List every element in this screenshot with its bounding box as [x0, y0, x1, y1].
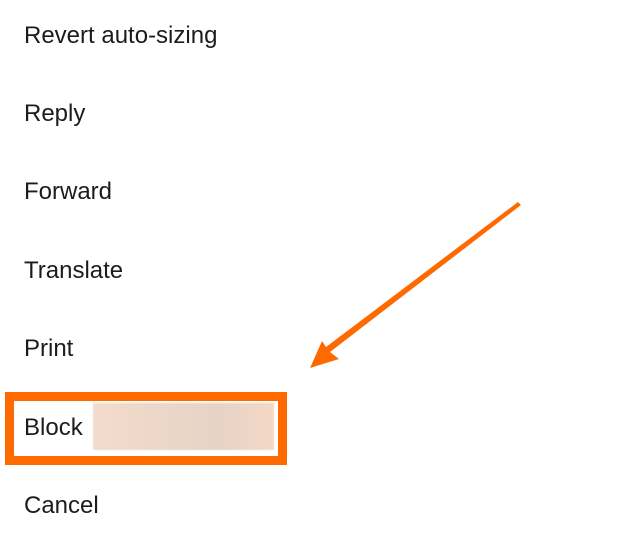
redacted-sender-name: [93, 403, 274, 450]
menu-item-print[interactable]: Print: [24, 335, 74, 362]
menu-item-revert-auto-sizing[interactable]: Revert auto-sizing: [24, 22, 218, 49]
menu-item-reply[interactable]: Reply: [24, 100, 86, 127]
menu-item-block[interactable]: Block: [24, 414, 83, 441]
menu-item-translate[interactable]: Translate: [24, 257, 124, 284]
menu-item-cancel[interactable]: Cancel: [24, 492, 99, 519]
menu-item-forward[interactable]: Forward: [24, 178, 113, 205]
highlight-box: [5, 392, 287, 465]
